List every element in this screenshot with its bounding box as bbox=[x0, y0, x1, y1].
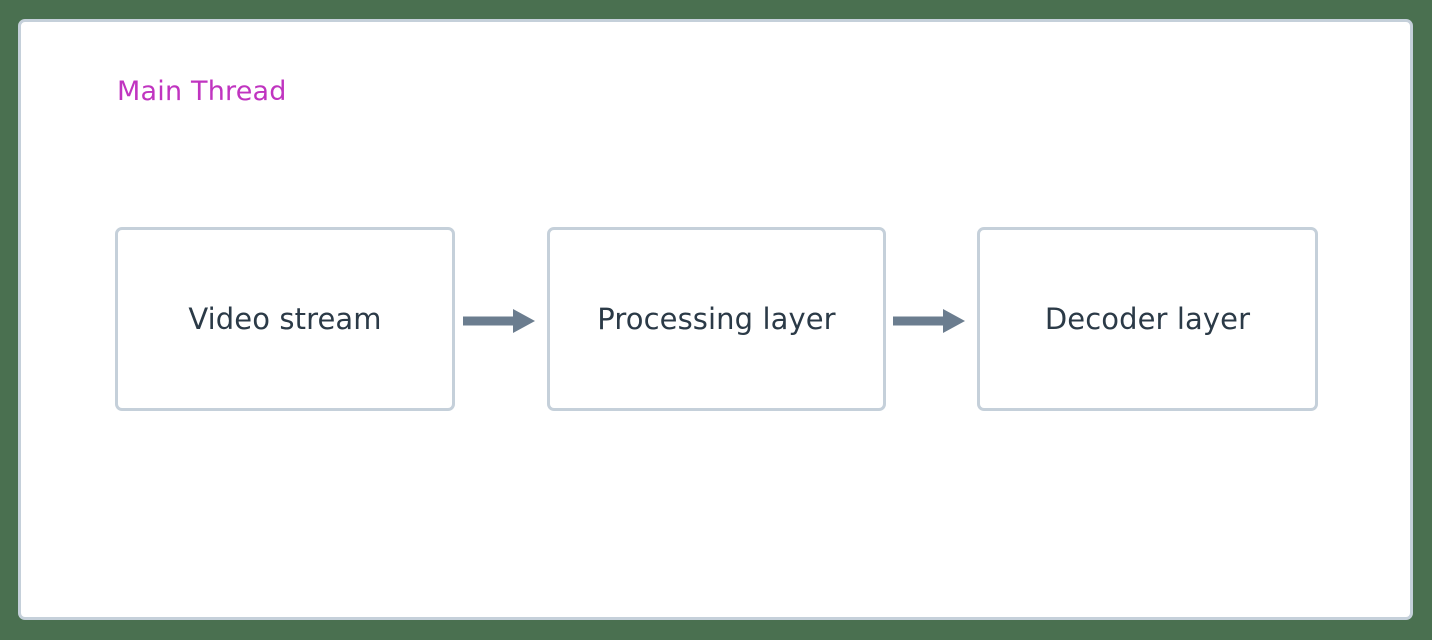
node-label: Video stream bbox=[188, 302, 382, 336]
node-decoder-layer[interactable]: Decoder layer bbox=[977, 227, 1318, 411]
node-video-stream[interactable]: Video stream bbox=[115, 227, 455, 411]
arrow-right-icon bbox=[893, 309, 965, 333]
node-label: Processing layer bbox=[597, 302, 836, 336]
cluster-title-main-thread: Main Thread bbox=[117, 76, 287, 107]
node-processing-layer[interactable]: Processing layer bbox=[547, 227, 886, 411]
edge-video-stream-to-processing-layer bbox=[461, 300, 537, 342]
edge-processing-layer-to-decoder-layer bbox=[891, 300, 967, 342]
node-label: Decoder layer bbox=[1044, 302, 1251, 336]
arrow-right-icon bbox=[463, 309, 535, 333]
